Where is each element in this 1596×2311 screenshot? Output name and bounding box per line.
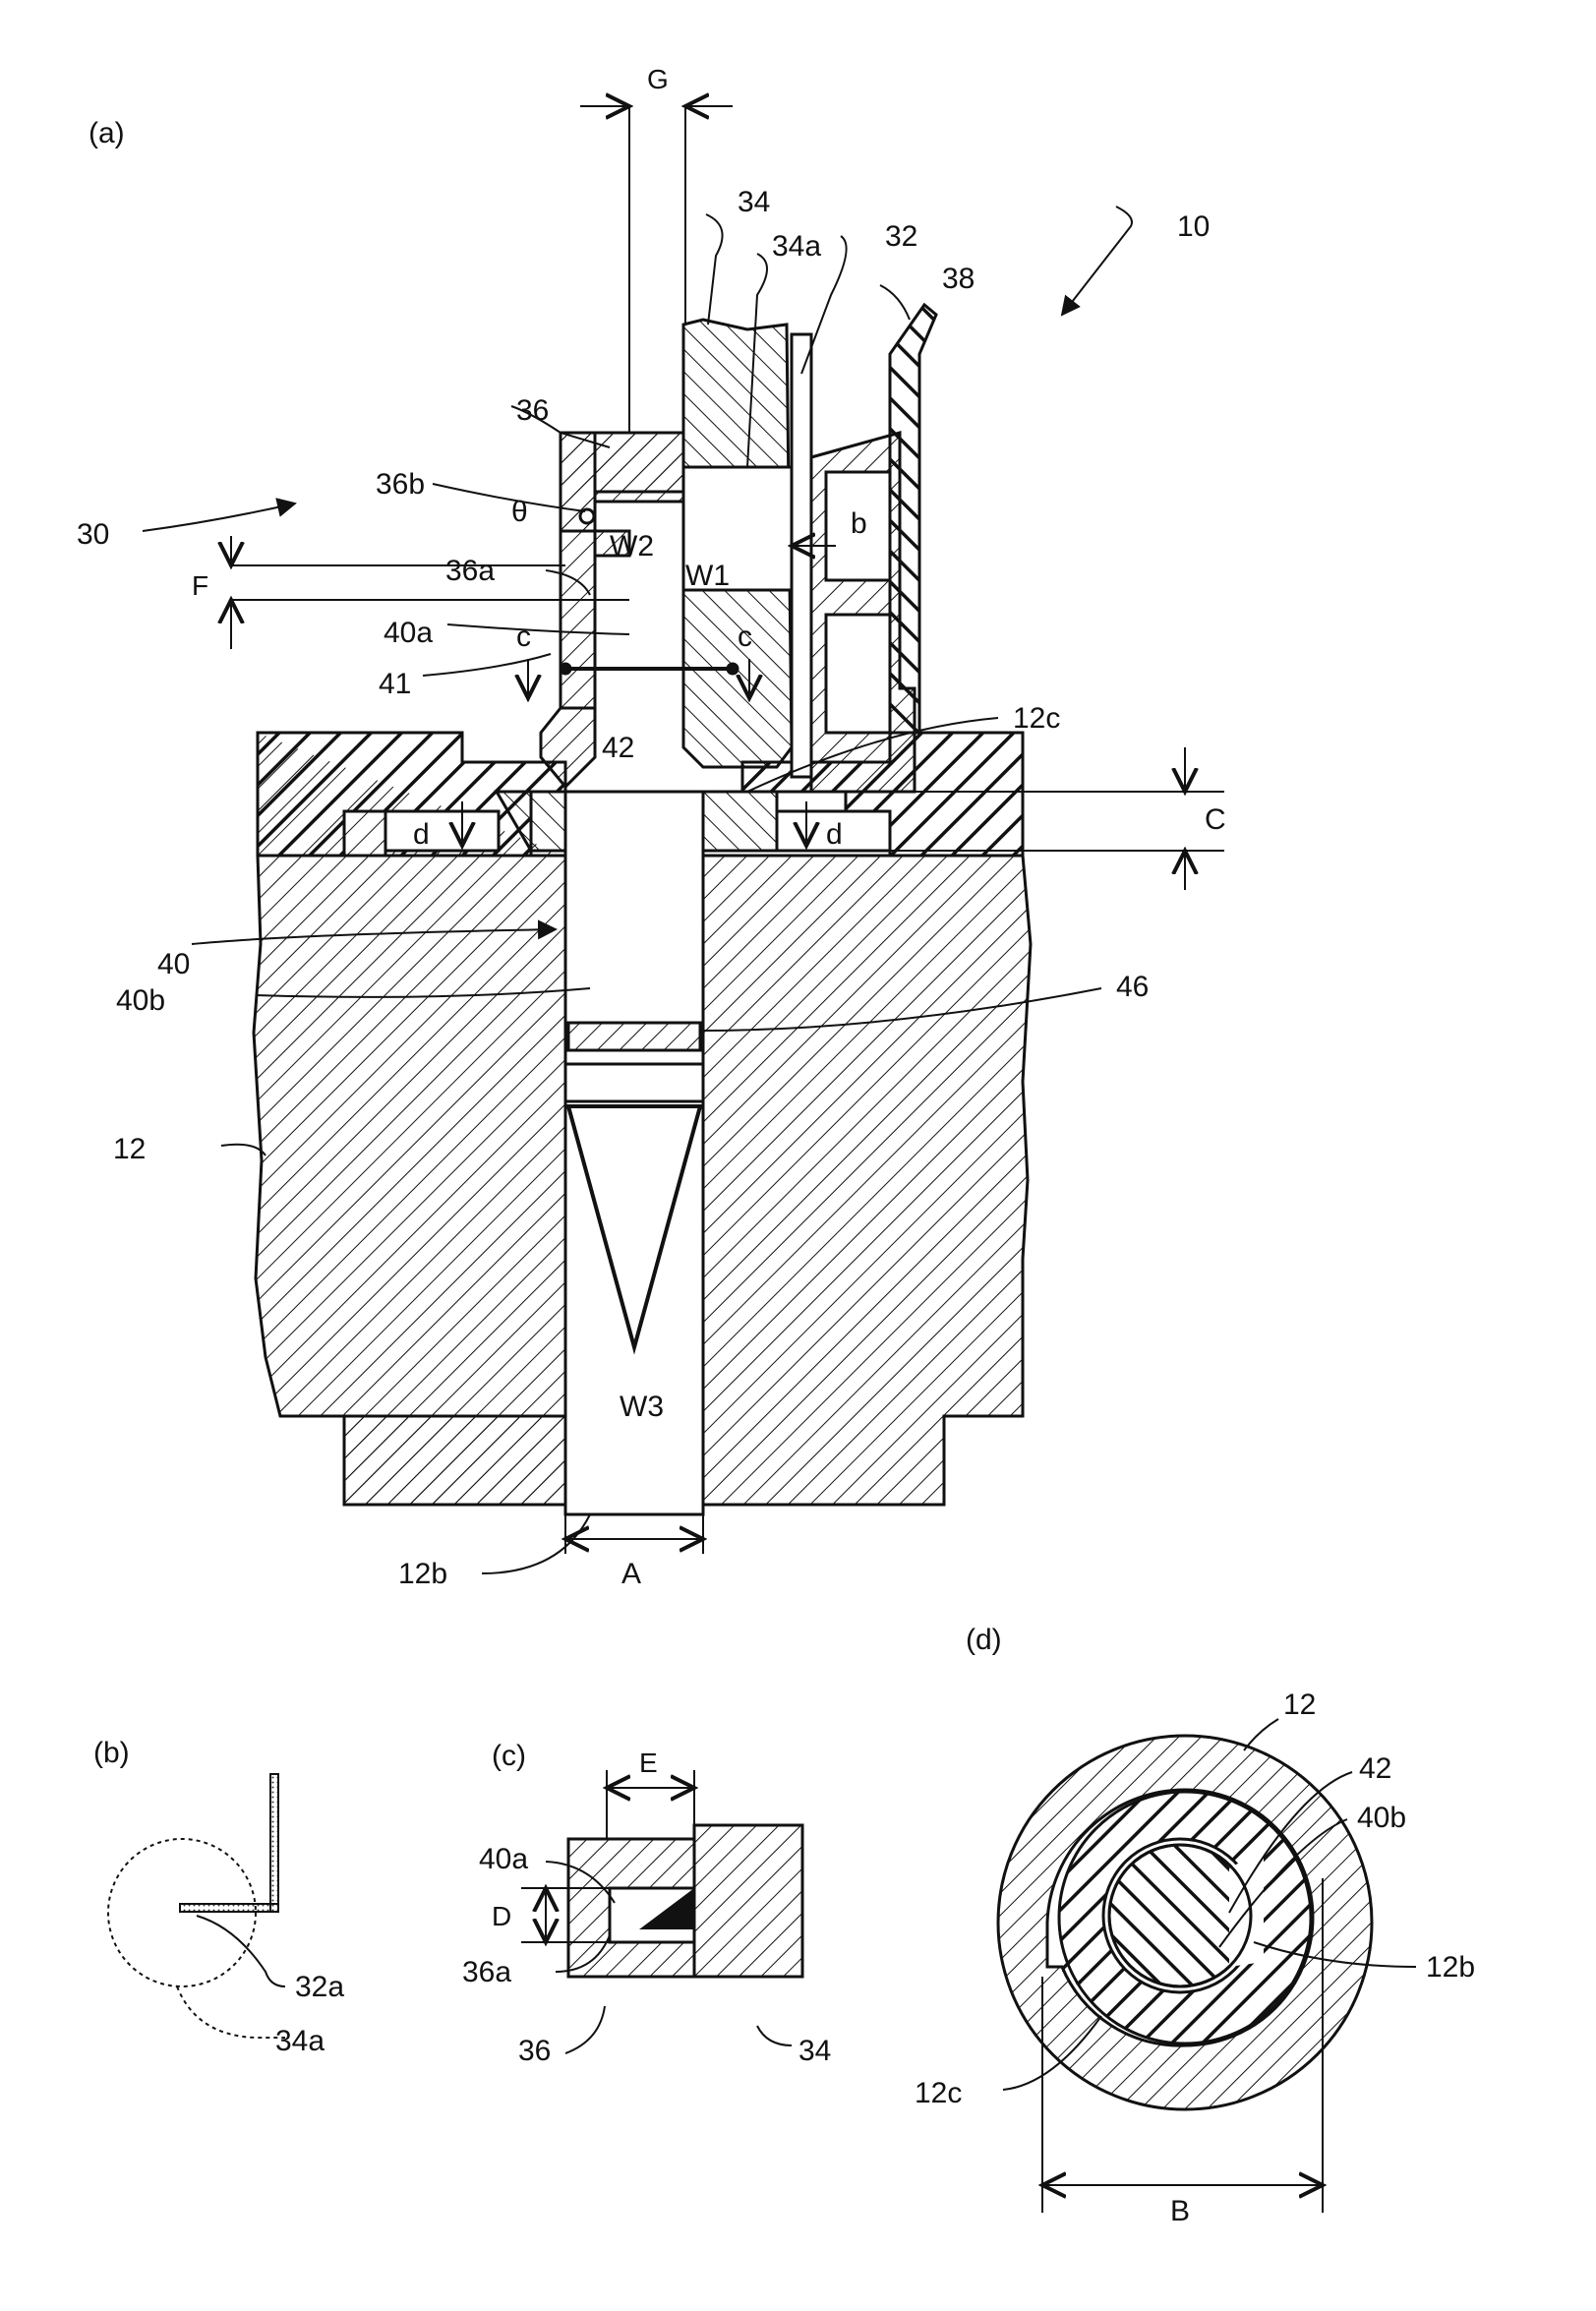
label-38: 38 <box>942 263 975 295</box>
label-12b: 12b <box>398 1558 447 1590</box>
label-42-d: 42 <box>1359 1752 1391 1785</box>
label-34-c: 34 <box>798 2035 831 2067</box>
panel-c <box>521 1770 802 2053</box>
label-40b-d: 40b <box>1357 1802 1406 1834</box>
label-W1: W1 <box>685 560 730 592</box>
label-41: 41 <box>379 668 411 700</box>
seal-gap-left <box>385 811 499 851</box>
label-D: D <box>492 1901 511 1931</box>
label-W3: W3 <box>620 1391 664 1423</box>
panel-label-c: (c) <box>492 1740 526 1772</box>
label-36: 36 <box>516 394 549 427</box>
label-40a: 40a <box>384 617 433 649</box>
panel-a <box>143 106 1224 1573</box>
panel-label-d: (d) <box>966 1624 1002 1656</box>
label-E: E <box>639 1748 658 1778</box>
label-46: 46 <box>1116 971 1149 1003</box>
label-36a: 36a <box>445 555 495 587</box>
label-A: A <box>621 1558 641 1590</box>
plate-38 <box>890 305 936 733</box>
angle-plate-vertical <box>270 1774 278 1912</box>
label-c-right: c <box>738 621 752 653</box>
label-36-c: 36 <box>518 2035 551 2067</box>
label-30: 30 <box>77 518 109 551</box>
label-34a: 34a <box>772 230 821 263</box>
label-40a-c: 40a <box>479 1843 528 1875</box>
label-c-left: c <box>516 621 531 653</box>
panel-label-a: (a) <box>89 117 125 149</box>
panel-label-b: (b) <box>93 1737 130 1769</box>
label-10: 10 <box>1177 210 1210 243</box>
label-12-d: 12 <box>1283 1689 1316 1721</box>
label-32a: 32a <box>295 1971 344 2003</box>
probe-32 <box>792 334 811 777</box>
label-40: 40 <box>157 948 190 980</box>
angle-plate-horizontal <box>180 1904 278 1912</box>
label-34a-b: 34a <box>275 2025 325 2057</box>
label-d-left: d <box>413 818 430 851</box>
label-34: 34 <box>738 186 770 218</box>
label-d-right: d <box>826 818 843 851</box>
label-W2: W2 <box>610 530 654 563</box>
label-42: 42 <box>602 732 634 764</box>
label-12c-d: 12c <box>915 2077 962 2109</box>
label-12b-d: 12b <box>1426 1951 1475 1984</box>
label-b: b <box>851 507 867 540</box>
base-block-12-left <box>254 856 565 1505</box>
label-C: C <box>1205 803 1226 836</box>
block-34 <box>694 1825 802 1977</box>
panel-d <box>998 1719 1416 2213</box>
label-32: 32 <box>885 220 917 253</box>
label-12c: 12c <box>1013 702 1060 735</box>
label-36a-c: 36a <box>462 1956 511 1988</box>
gasket-42-right <box>703 792 777 851</box>
panel-b <box>108 1774 285 2038</box>
label-36b: 36b <box>376 468 425 501</box>
label-B: B <box>1170 2195 1190 2227</box>
label-F: F <box>192 570 208 601</box>
seal-ring-46 <box>568 1023 700 1050</box>
label-G: G <box>647 64 669 94</box>
label-12: 12 <box>113 1133 146 1165</box>
label-40b: 40b <box>116 984 165 1017</box>
label-theta: θ <box>511 496 528 528</box>
